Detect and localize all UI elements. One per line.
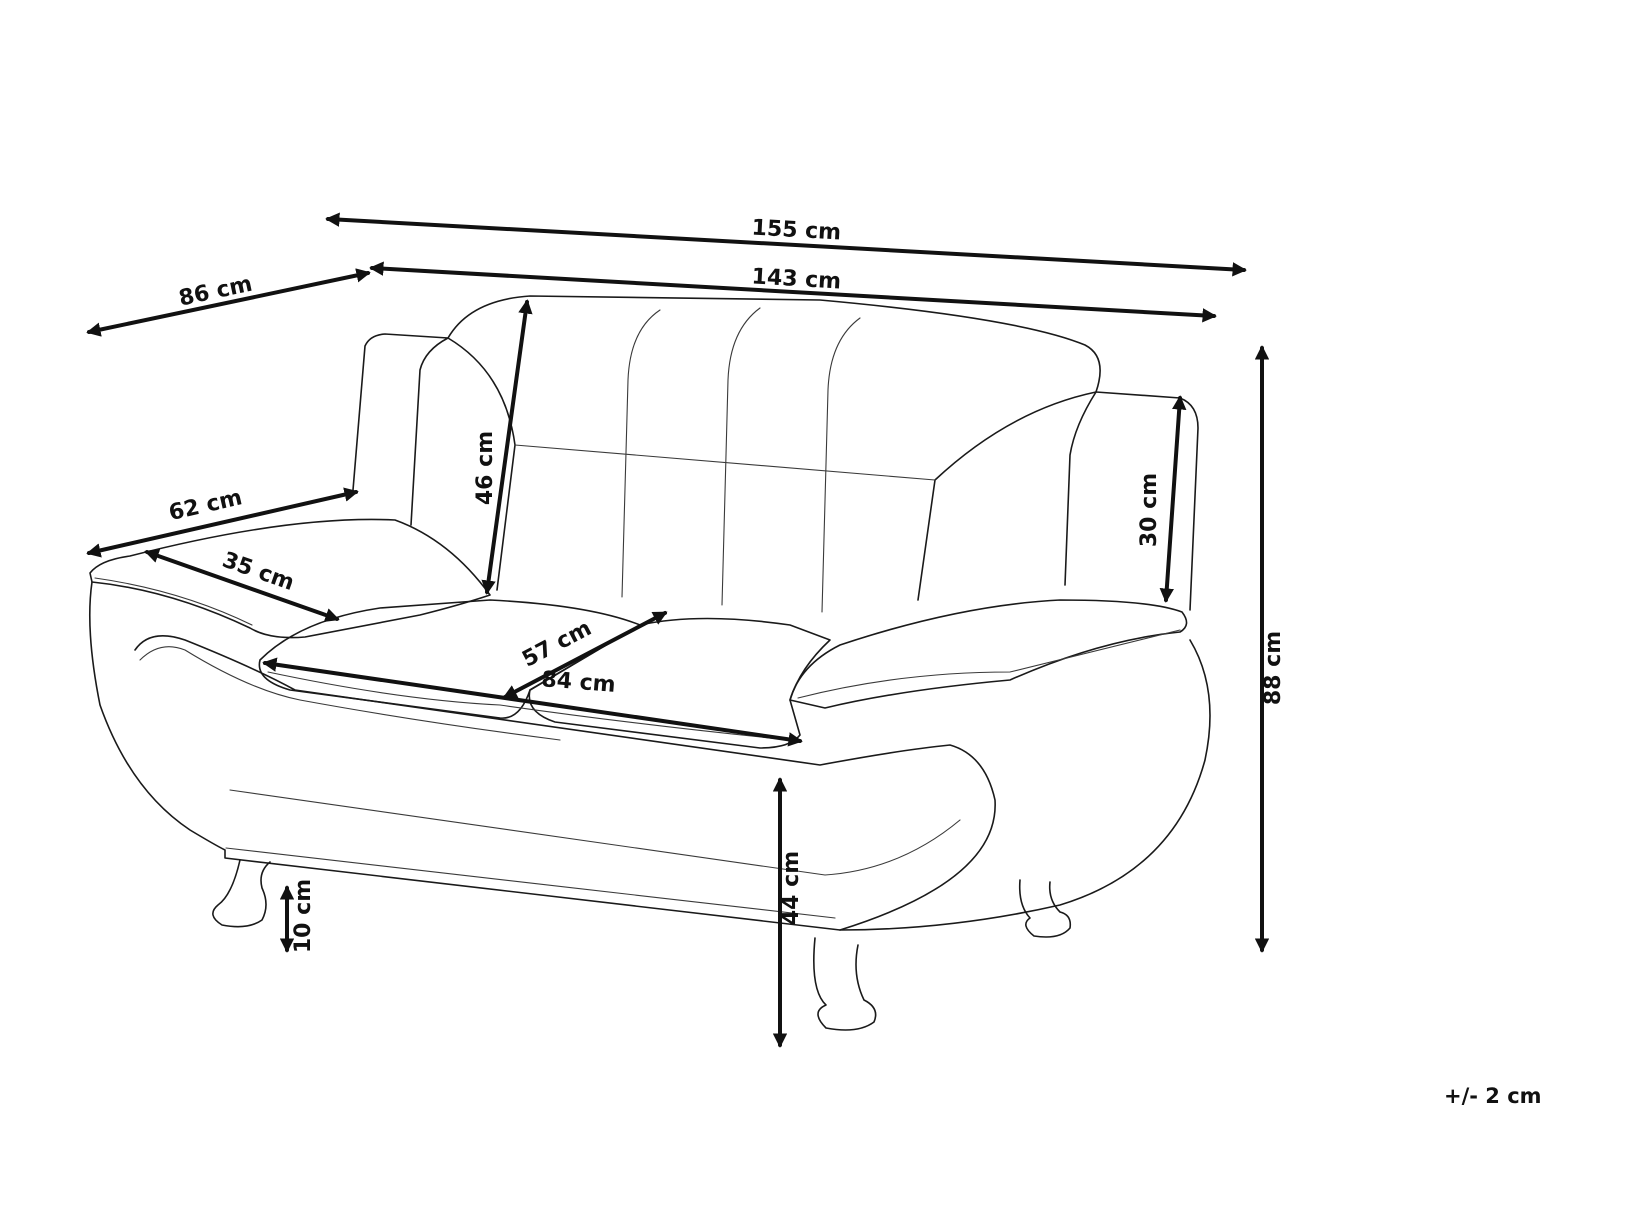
overall-width-label: 155 cm: [751, 216, 842, 246]
sofa-base: [88, 581, 1211, 931]
right-arm-pad: [789, 599, 1188, 709]
left-arm-inner: [410, 337, 449, 526]
dimension-labels: 155 cm 143 cm 86 cm 62 cm 35 cm 46 cm 30…: [167, 216, 1286, 954]
backrest-height-label: 46 cm: [473, 431, 498, 505]
backrest-seam-horizontal: [514, 444, 936, 481]
seat-width-arrow: [262, 657, 803, 747]
armrest-height-arrow: [1159, 395, 1187, 603]
backrest-seam-1: [621, 309, 661, 598]
seat-area-width-arrow: [369, 261, 1217, 323]
tolerance-note: +/- 2 cm: [1444, 1084, 1542, 1108]
overall-height-label: 88 cm: [1261, 631, 1286, 705]
leg-front-center: [813, 937, 877, 1031]
sofa-drawing: [88, 295, 1211, 1031]
base-front-seam: [229, 789, 961, 876]
base-bottom-seam: [225, 847, 836, 919]
armrest-height-label: 30 cm: [1137, 473, 1162, 547]
backrest-seam-2: [721, 307, 761, 606]
seat-height-label: 44 cm: [779, 851, 804, 925]
seat-depth-label: 57 cm: [518, 616, 595, 673]
seat-width-label: 84 cm: [541, 667, 617, 698]
depth-arrow: [86, 268, 371, 337]
seat-area-width-label: 143 cm: [751, 264, 842, 294]
right-arm-pad-seam: [797, 629, 1181, 699]
armrest-width-arrow: [144, 549, 340, 622]
dimension-lines: [86, 212, 1270, 1048]
leg-right: [1018, 879, 1072, 938]
armrest-depth-arrow: [86, 487, 359, 558]
backrest-wing-right: [917, 391, 1097, 601]
left-arm-front-seam: [139, 646, 561, 741]
backrest-seam-3: [821, 317, 861, 613]
armrest-width-label: 35 cm: [219, 548, 297, 596]
left-arm-back: [352, 333, 449, 491]
backrest-outline: [447, 295, 1101, 586]
backrest-height-arrow: [481, 299, 533, 595]
leg-height-label: 10 cm: [291, 879, 316, 953]
leg-left: [212, 859, 271, 928]
left-arm-front-panel: [134, 634, 996, 931]
